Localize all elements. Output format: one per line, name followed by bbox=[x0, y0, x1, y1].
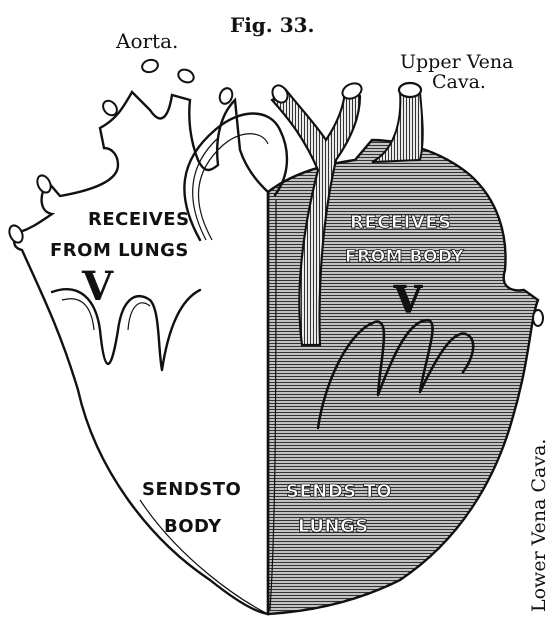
right-upper-label-line1: RECEIVES bbox=[350, 212, 452, 233]
lower-vena-cava-label: Lower Vena Cava. bbox=[528, 439, 550, 612]
aorta-label: Aorta. bbox=[115, 29, 178, 53]
figure-number: Fig. 33. bbox=[230, 13, 315, 37]
right-lower-label-line2: LUNGS bbox=[298, 516, 369, 537]
right-chamber-letter: V bbox=[393, 279, 423, 321]
right-upper-label-line2: FROM BODY bbox=[345, 247, 464, 267]
upper-vena-cava-label-line1: Upper Vena bbox=[400, 51, 514, 73]
right-lower-label-line1: SENDS TO bbox=[286, 481, 392, 502]
left-upper-label-line2: FROM LUNGS bbox=[50, 240, 189, 261]
upper-vena-cava-opening bbox=[399, 83, 421, 97]
left-heart-outline bbox=[14, 92, 268, 614]
aorta-branch-opening-3 bbox=[176, 67, 196, 85]
lower-vena-cava-opening bbox=[533, 310, 543, 326]
left-heart bbox=[7, 58, 287, 614]
left-lower-label-line1: SENDSTO bbox=[142, 479, 241, 500]
aorta-branch-opening-2 bbox=[141, 58, 160, 74]
left-chamber-letter: V bbox=[81, 263, 114, 310]
upper-vena-cava-label-line2: Cava. bbox=[432, 71, 486, 93]
left-upper-label-line1: RECEIVES bbox=[88, 209, 190, 230]
left-lower-label-line2: BODY bbox=[164, 516, 222, 537]
